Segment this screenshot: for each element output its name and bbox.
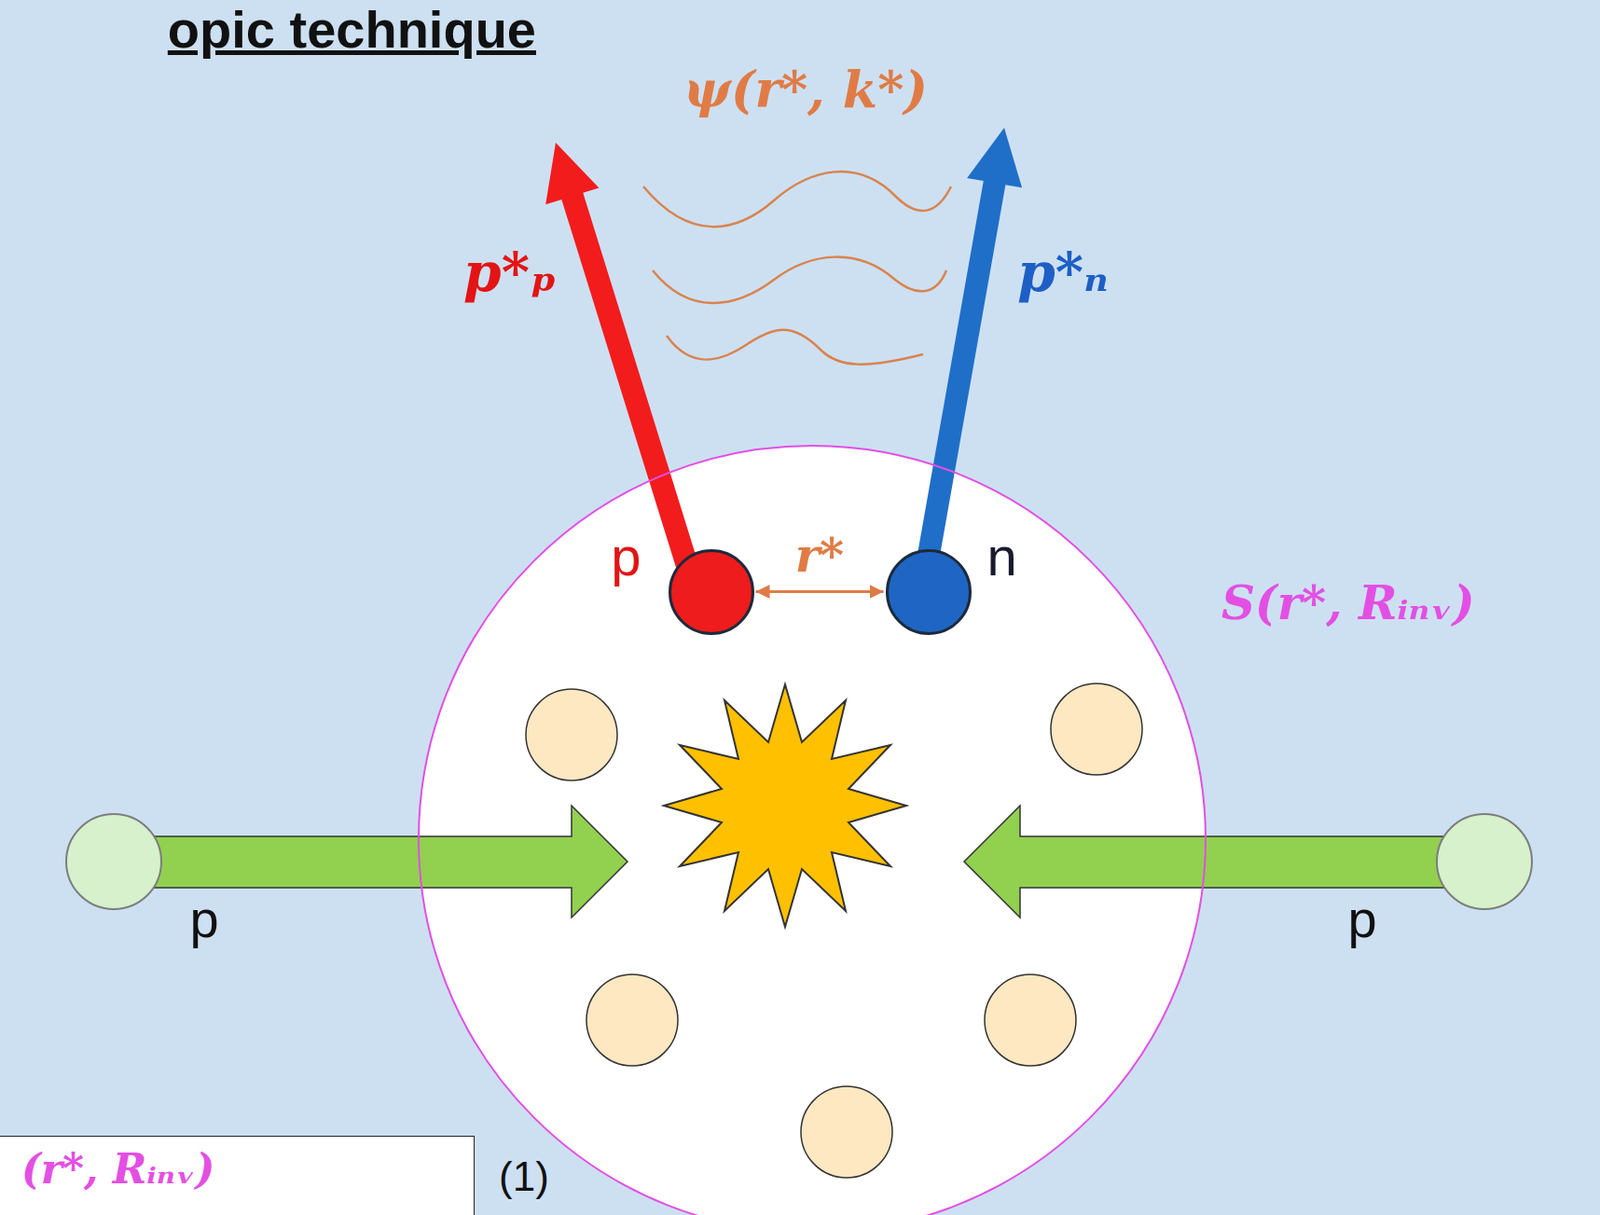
edge-label: r* xyxy=(795,528,845,583)
momentum-label: p*ₚ xyxy=(463,241,557,304)
beam-proton: p xyxy=(1435,813,1533,911)
collision-burst xyxy=(663,684,907,927)
beam-arrow xyxy=(964,805,1485,918)
wave-line xyxy=(643,171,952,227)
equation-text: (r*, Rᵢₙᵥ) xyxy=(21,1145,215,1194)
particle xyxy=(800,1086,893,1178)
separation-arrow xyxy=(756,590,884,594)
slide-title: opic technique xyxy=(167,0,537,60)
proton-momentum-arrow xyxy=(545,142,704,591)
source-function: S(r*, Rᵢₙᵥ) xyxy=(1221,576,1476,631)
particle-name: n xyxy=(987,525,1018,589)
wave-function: ψ(r*, k*) xyxy=(683,60,928,119)
particle xyxy=(586,974,678,1066)
particle-name: p xyxy=(610,525,641,589)
particle xyxy=(984,974,1076,1066)
beam-arrow xyxy=(113,805,628,918)
momentum-label: p*ₙ xyxy=(1017,241,1108,304)
equation-box: (r*, Rᵢₙᵥ) xyxy=(0,1135,475,1215)
particle xyxy=(525,689,618,781)
neutron-momentum-arrow xyxy=(911,127,1022,589)
proton-particle: p xyxy=(668,549,755,635)
particle-name: p xyxy=(1347,889,1377,950)
neutron-particle: n xyxy=(885,549,972,635)
source-region: S(r*, Rᵢₙᵥ)pn xyxy=(417,444,1207,1215)
beam-proton: p xyxy=(65,813,163,911)
particle xyxy=(1050,683,1143,775)
particle-name: p xyxy=(189,889,219,950)
equation-number: (1) xyxy=(498,1153,550,1201)
wave-line xyxy=(652,257,947,304)
source-disk xyxy=(418,445,1206,1215)
wave-line xyxy=(666,330,924,365)
